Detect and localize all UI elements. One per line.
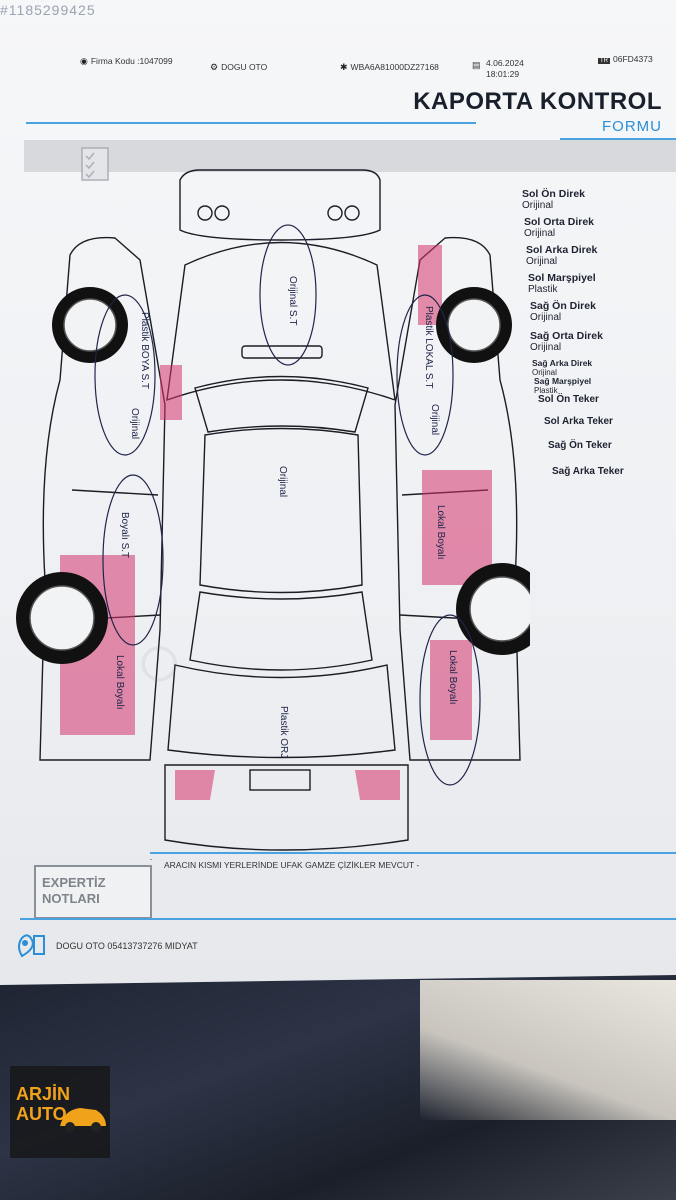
expertiz-notes-label: EXPERTİZ NOTLARI <box>42 875 106 906</box>
wheel-label-sol-on: Sol Ön Teker <box>538 394 599 405</box>
inspection-form-paper: #1185299425 ◉Firma Kodu :1047099 ⚙DOGU O… <box>0 0 676 985</box>
subtitle-rule <box>560 138 676 140</box>
wheel-label-sol-arka: Sol Arka Teker <box>544 416 613 427</box>
right-front-fender-annotation: Plastik LOKAL S.T <box>423 306 434 389</box>
roof-annotation: Orijinal <box>277 466 288 498</box>
left-rear-door-annotation: Boyalı S.T <box>119 512 130 559</box>
wheel-label-sag-on: Sağ Ön Teker <box>548 440 612 451</box>
section-band <box>24 140 676 172</box>
right-front-door-annotation: Orijinal <box>429 404 440 436</box>
header-vin: ✱WBA6A81000DZ27168 <box>340 62 439 73</box>
right-rear-door-annotation: Lokal Boyalı <box>435 505 446 560</box>
vin-text: WBA6A81000DZ27168 <box>350 62 439 72</box>
plate-text: 06FD4373 <box>613 54 653 64</box>
hood-annotation: Orijinal S.T <box>287 276 298 326</box>
time-text: 18:01:29 <box>486 69 520 79</box>
expertiz-notes-box: EXPERTİZ NOTLARI <box>34 865 152 919</box>
rear-bumper-right-paint-mark <box>355 770 400 800</box>
map-location-icon <box>18 934 45 958</box>
calendar-icon: ▤ <box>472 60 481 70</box>
firma-kodu-text: Firma Kodu :1047099 <box>90 56 173 66</box>
pen-circle-hood <box>259 224 317 366</box>
date-text: 4.06.2024 <box>486 58 524 68</box>
header-firma-adi: ⚙DOGU OTO <box>210 62 267 73</box>
trunk-outline <box>167 664 396 759</box>
hood-outline <box>166 241 396 402</box>
front-right-headlamp <box>327 205 343 221</box>
front-left-headlamp <box>197 205 213 221</box>
form-subtitle: FORMU <box>602 118 662 135</box>
rear-bumper-outline <box>164 764 409 851</box>
footer-contact: DOGU OTO 05413737276 MIDYAT <box>56 941 198 951</box>
front-bumper-outline <box>179 169 381 241</box>
header-firma-kodu: ◉Firma Kodu :1047099 <box>80 56 173 67</box>
plate-icon: TR <box>598 58 610 64</box>
rear-glass-outline <box>189 591 373 671</box>
notes-top-rule <box>150 852 676 854</box>
title-rule <box>26 122 476 124</box>
rear-bumper-left-paint-mark <box>175 770 215 800</box>
pen-circle-right-front <box>396 294 454 456</box>
expertiz-notes-text: ARACIN KISMI YERLERİNDE UFAK GAMZE ÇİZİK… <box>164 860 420 870</box>
roof-outline <box>199 427 363 594</box>
front-left-headlamp-2 <box>214 205 230 221</box>
floor-highlight <box>420 980 676 1120</box>
right-rear-door-paint-mark <box>422 470 492 585</box>
rear-plate-outline <box>249 769 311 791</box>
right-rear-fender-paint-mark <box>430 640 472 740</box>
left-rear-fender-annotation: Lokal Boyalı <box>114 655 125 710</box>
right-rear-fender-annotation: Lokal Boyalı <box>447 650 458 705</box>
right-front-fender-paint-mark <box>418 245 442 325</box>
firma-adi-text: DOGU OTO <box>221 62 268 72</box>
windshield-outline <box>194 375 369 433</box>
grille-outline <box>241 345 323 359</box>
pen-circle-left-front <box>94 294 156 456</box>
left-front-door-annotation: Orijinal <box>129 408 140 440</box>
checklist-icon <box>81 147 109 181</box>
pen-circle-left-rear <box>102 474 164 646</box>
location-pin-icon: ◉ <box>80 56 88 66</box>
header-datetime: ▤ 4.06.2024 18:01:29 <box>472 58 524 80</box>
form-title: KAPORTA KONTROL <box>413 88 662 115</box>
listing-watermark-id: #1185299425 <box>0 2 96 18</box>
rear-bumper-annotation: Plastik ORJ <box>278 706 289 759</box>
front-right-headlamp-2 <box>344 205 360 221</box>
pen-circle-right-rear <box>419 614 481 786</box>
wheel-label-sag-arka: Sağ Arka Teker <box>552 466 624 477</box>
vin-icon: ✱ <box>340 62 348 72</box>
steering-wheel-icon: ⚙ <box>210 62 219 72</box>
car-body-diagram <box>16 169 530 860</box>
left-a-pillar-paint-mark <box>160 365 182 420</box>
left-front-fender-annotation: Plastik BOYA S.T <box>139 312 150 390</box>
sports-car-icon <box>60 1108 106 1132</box>
notes-bottom-rule <box>20 918 676 920</box>
